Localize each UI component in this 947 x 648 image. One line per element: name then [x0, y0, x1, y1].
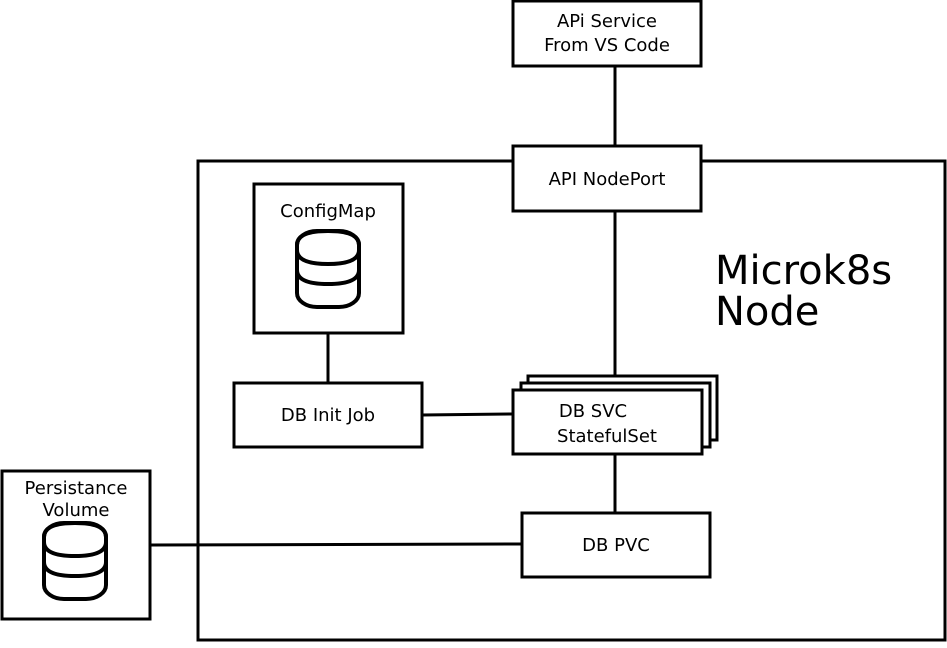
statefulset-stack — [511, 374, 719, 456]
db-svc-label-line-2: StatefulSet — [557, 426, 657, 447]
api-service-box — [511, 0, 703, 68]
node-label-line-2: Node — [715, 289, 819, 335]
db-svc-label-line-1: DB SVC — [559, 401, 627, 422]
database-icon — [42, 520, 108, 601]
connector-initjob-statefulset — [421, 412, 514, 417]
api-nodeport-box — [511, 144, 703, 213]
api-service-label-line-1: APi Service — [557, 11, 657, 32]
persistence-volume-label-line-2: Volume — [43, 500, 110, 521]
persistence-volume-label-line-1: Persistance — [25, 478, 128, 499]
db-pvc-label: DB PVC — [582, 535, 650, 556]
database-icon — [295, 228, 361, 309]
db-init-job-label: DB Init Job — [281, 405, 375, 426]
configmap-label: ConfigMap — [280, 201, 376, 222]
api-service-label-line-2: From VS Code — [544, 35, 670, 56]
api-nodeport-label: API NodePort — [549, 169, 666, 190]
node-label-line-1: Microk8s — [715, 248, 892, 294]
db-pvc-box — [520, 511, 712, 579]
db-init-job-box — [232, 381, 424, 449]
connector-volume-pvc — [149, 542, 523, 547]
